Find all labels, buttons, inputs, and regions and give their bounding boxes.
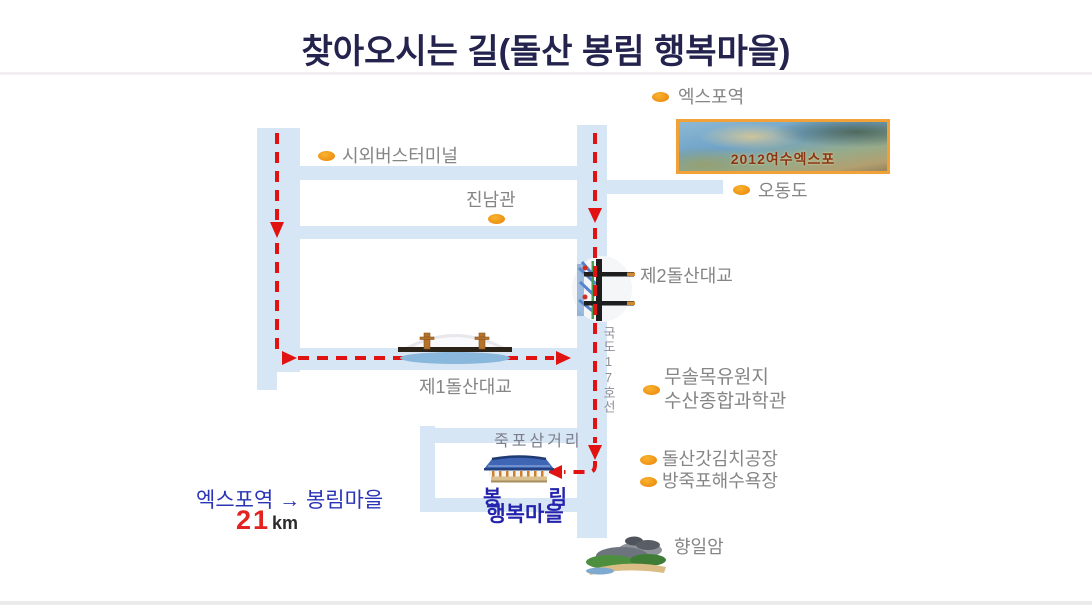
road-odongdo-branch (607, 180, 723, 194)
route-summary-text: 엑스포역 → 봉림마을 (196, 489, 384, 512)
bus-terminal-label: 시외버스터미널 (342, 146, 458, 166)
odongdo-label: 오동도 (758, 181, 808, 201)
jinnamgwan-marker-dot (488, 214, 505, 224)
bus-terminal-marker-dot (318, 151, 335, 161)
road-left-stub (257, 370, 277, 390)
musolmok-park-label: 무솔목유원지 수산종합과학관 (664, 366, 786, 414)
musolmok-marker-dot (643, 385, 660, 395)
road-village-bottom (420, 498, 577, 512)
village-name-b: 림 (548, 487, 567, 509)
musolmok-line2: 수산종합과학관 (664, 391, 787, 412)
hyangiram-label: 향일암 (674, 537, 724, 557)
jukpo-junction-label: 죽포삼거리 (494, 433, 583, 450)
route-distance-unit: km (272, 513, 299, 533)
divider-line (0, 72, 1092, 75)
kimchi-factory-marker-dot (640, 455, 657, 465)
bridge1-label: 제1돌산대교 (419, 377, 512, 397)
bridge2-label: 제2돌산대교 (640, 266, 733, 286)
route17-label: 국도17호선 (601, 326, 616, 414)
bangjukpo-beach-label: 방죽포해수욕장 (662, 471, 778, 491)
village-name-a: 봉 (483, 487, 502, 509)
page-title: 찾아오시는 길(돌산 봉림 행복마을) (301, 33, 791, 71)
expo-station-label: 엑스포역 (678, 87, 745, 107)
road-village-left (420, 426, 435, 512)
kimchi-factory-label: 돌산갓김치공장 (662, 449, 778, 469)
divider-line (0, 601, 1092, 605)
jinnamgwan-label: 진남관 (466, 190, 516, 210)
village-building-icon (484, 455, 554, 483)
bangjukpo-beach-marker-dot (640, 477, 657, 487)
village-name-line1: 봉 림 (483, 481, 567, 510)
hyangiram-icon (586, 536, 666, 575)
road-bridge1 (300, 348, 577, 370)
road-horizontal-1 (300, 166, 577, 180)
road-left-vertical (257, 128, 300, 372)
route-path (275, 133, 597, 474)
road-horizontal-2 (300, 226, 577, 239)
musolmok-line1: 무솔목유원지 (664, 367, 769, 388)
expo-photo-caption: 2012여수엑스포 (730, 151, 836, 167)
village-name-line2: 행복마을 (486, 503, 564, 526)
expo-station-marker-dot (652, 92, 669, 102)
odongdo-marker-dot (733, 185, 750, 195)
route-distance-value: 21 (236, 505, 271, 535)
expo-photo: 2012여수엑스포 (676, 119, 890, 174)
road-jukpo-junction (435, 428, 577, 443)
